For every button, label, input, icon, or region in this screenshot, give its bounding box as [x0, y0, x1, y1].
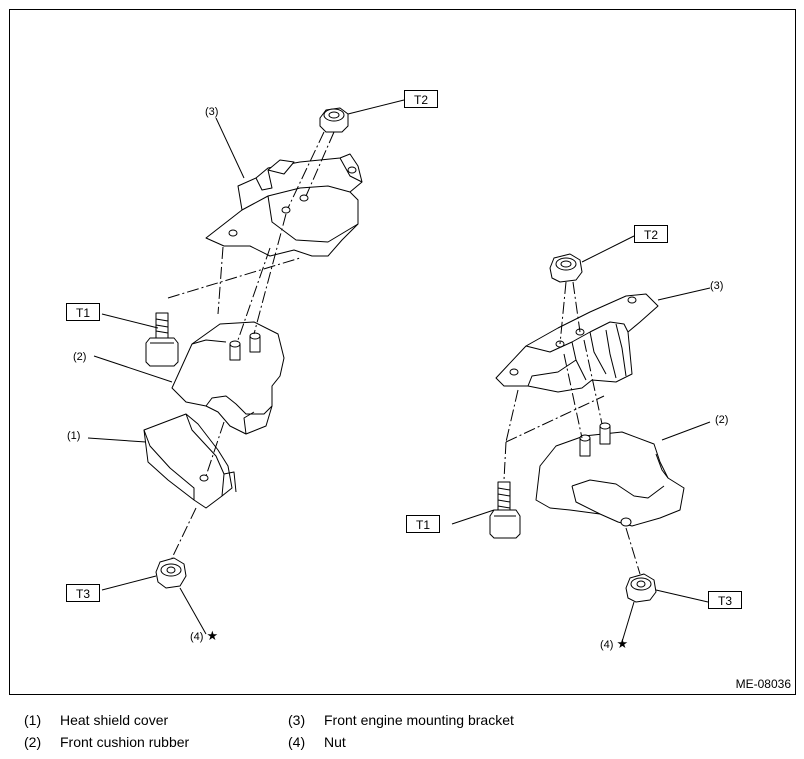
- right-t2-nut-shape: [549, 253, 583, 283]
- legend-text: Front cushion rubber: [60, 734, 190, 750]
- right-leader-lines: [451, 235, 711, 643]
- left-guide-lines: [167, 131, 335, 559]
- left-cushion-shape: [171, 321, 285, 435]
- star-icon: ★: [616, 636, 629, 651]
- right-t2-tag: T2: [634, 225, 668, 243]
- right-t3-tag: T3: [708, 591, 742, 609]
- left-callout-3: (3): [205, 106, 219, 118]
- left-leader-lines: [87, 99, 405, 635]
- left-t3-nut-shape: [155, 557, 187, 589]
- legend-number: (4): [288, 734, 306, 750]
- right-t1-bolt-shape: [489, 481, 521, 539]
- right-guide-lines: [503, 281, 641, 575]
- left-assembly: [87, 99, 405, 635]
- right-callout-3: (3): [710, 280, 724, 292]
- legend-number: (3): [288, 712, 306, 728]
- left-t3-tag: T3: [66, 584, 100, 602]
- parts-legend: (1) Heat shield cover (2) Front cushion …: [0, 708, 804, 758]
- left-heat-shield-shape: [143, 413, 237, 509]
- right-callout-2: (2): [715, 414, 729, 426]
- legend-text: Nut: [324, 734, 346, 750]
- legend-text: Heat shield cover: [60, 712, 169, 728]
- right-t1-tag: T1: [406, 515, 440, 533]
- left-callout-4: (4) ★: [190, 628, 219, 643]
- left-bracket-shape: [205, 153, 363, 257]
- left-callout-4-label: (4): [190, 631, 204, 643]
- left-t2-tag: T2: [404, 90, 438, 108]
- right-bracket-shape: [495, 293, 659, 393]
- right-callout-4: (4) ★: [600, 636, 629, 651]
- left-t1-bolt-shape: [145, 312, 179, 367]
- star-icon: ★: [206, 628, 219, 643]
- legend-number: (1): [24, 712, 42, 728]
- right-callout-4-label: (4): [600, 639, 614, 651]
- left-t1-tag: T1: [66, 303, 100, 321]
- left-callout-2: (2): [73, 351, 87, 363]
- figure-id: ME-08036: [735, 677, 791, 691]
- left-t2-nut-shape: [319, 107, 349, 133]
- right-t3-nut-shape: [625, 573, 657, 603]
- right-assembly: [451, 235, 711, 643]
- left-callout-1: (1): [67, 430, 81, 442]
- legend-number: (2): [24, 734, 42, 750]
- exploded-view-drawing: [87, 99, 711, 643]
- legend-text: Front engine mounting bracket: [324, 712, 514, 728]
- diagram-frame: T2 T1 T3 T2 T1 T3 (3) (2) (1) (4) ★ (3) …: [9, 9, 796, 695]
- right-cushion-shape: [535, 422, 685, 527]
